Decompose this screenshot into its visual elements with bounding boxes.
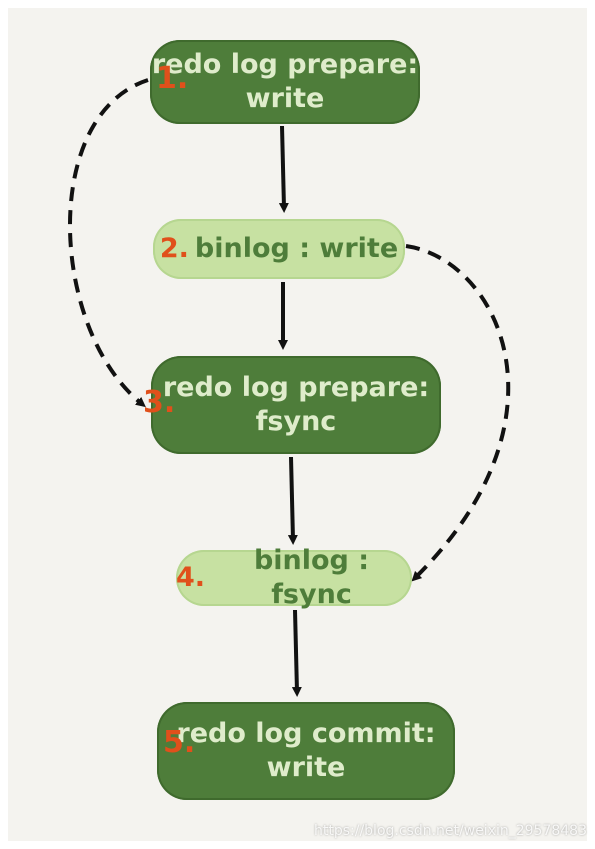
step-number-1: 1. bbox=[156, 61, 189, 96]
node-2-label: binlog : write bbox=[194, 233, 399, 265]
dashed-arrow-1-to-3 bbox=[68, 78, 149, 408]
node-redo-log-commit-write: 5. redo log commit: write bbox=[157, 702, 455, 800]
dashed-arrow-2-to-4 bbox=[405, 244, 511, 582]
node-binlog-write: 2. binlog : write bbox=[153, 219, 405, 279]
step-number-5: 5. bbox=[163, 725, 196, 760]
arrow-4-to-5 bbox=[291, 609, 302, 697]
node-5-line1: redo log commit: bbox=[176, 718, 436, 750]
watermark-url: https://blog.csdn.net/weixin_29578483 bbox=[313, 823, 587, 839]
arrow-3-to-4 bbox=[287, 456, 298, 545]
node-3-line2: fsync bbox=[255, 406, 337, 437]
step-number-2: 2. bbox=[159, 233, 189, 265]
node-1-line2: write bbox=[245, 83, 325, 114]
node-redo-log-prepare-fsync: 3. redo log prepare: fsync bbox=[143, 356, 441, 454]
step-number-4: 4. bbox=[176, 562, 206, 594]
node-4-label: binlog : fsync bbox=[253, 545, 370, 610]
node-5-line2: write bbox=[266, 752, 346, 783]
node-binlog-fsync: 4. binlog : fsync bbox=[176, 545, 412, 610]
step-number-3: 3. bbox=[143, 385, 176, 420]
node-redo-log-prepare-write: 1. redo log prepare: write bbox=[150, 40, 420, 124]
node-3-line1: redo log prepare: bbox=[162, 372, 430, 404]
arrow-1-to-2 bbox=[278, 125, 289, 213]
node-1-line1: redo log prepare: bbox=[151, 49, 419, 81]
